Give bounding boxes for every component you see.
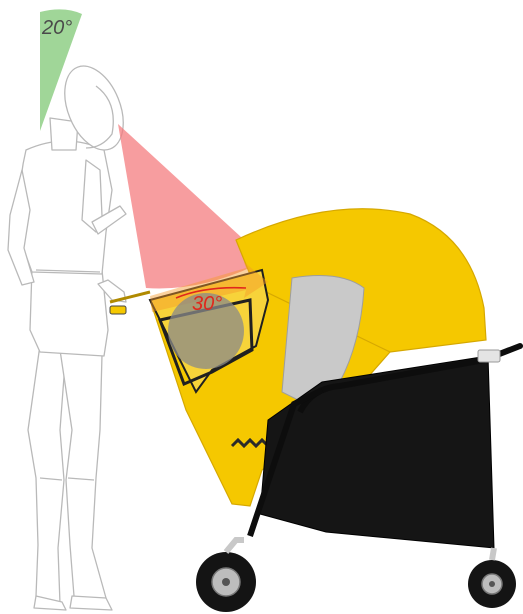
mannequin-front-leg (60, 350, 106, 604)
head-tilt-angle-label: 20° (41, 17, 72, 39)
gaze-angle-indicator (118, 124, 266, 288)
mannequin-back-leg (28, 345, 66, 606)
operator-mannequin (8, 57, 135, 610)
gaze-angle-label: 30° (192, 293, 222, 315)
wheel-front (196, 540, 256, 612)
cart-handle-cap (478, 350, 500, 362)
mannequin-pelvis (30, 268, 108, 356)
gaze-cone (118, 124, 266, 288)
wheel-rear (468, 548, 516, 608)
mannequin-front-foot (70, 596, 112, 610)
